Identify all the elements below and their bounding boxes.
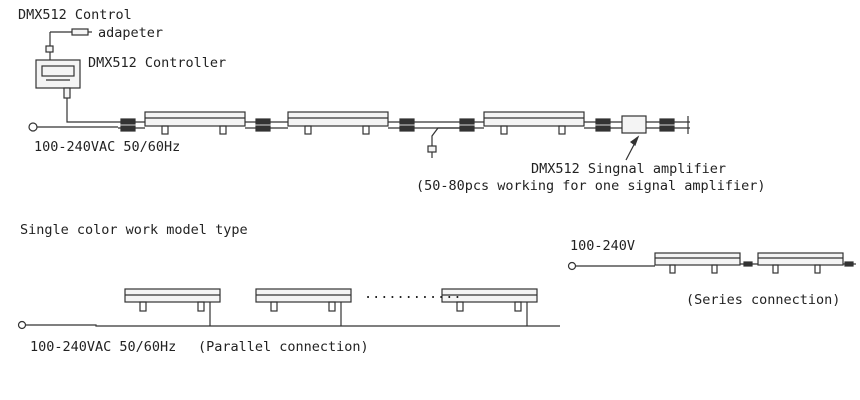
dmx-controller-label: DMX512 Controller: [88, 55, 227, 71]
fixture-top-3: [483, 111, 585, 135]
fixture-top-2: [287, 111, 389, 135]
fixture-parallel-1: [124, 288, 221, 326]
adapter-icon: [45, 28, 92, 60]
fixture-parallel-3: [441, 288, 538, 326]
fixture-parallel-2: [255, 288, 352, 326]
parallel-dots: ............: [364, 286, 462, 302]
amplifier-note-label: (50-80pcs working for one signal amplifi…: [416, 178, 766, 194]
amplifier-label: DMX512 Singnal amplifier: [531, 161, 727, 177]
adapter-label: adapeter: [98, 25, 164, 41]
power-plug-parallel-icon: [17, 320, 560, 330]
fixture-series-1: [654, 252, 741, 274]
power-parallel-label: 100-240VAC 50/60Hz: [30, 339, 177, 355]
power-plug-top-icon: [28, 122, 118, 132]
controller-icon: [35, 59, 118, 123]
power-series-label: 100-240V: [570, 238, 636, 254]
single-color-label: Single color work model type: [20, 222, 248, 238]
dmx-control-label: DMX512 Control: [18, 7, 132, 23]
power-plug-mid-icon: [427, 127, 460, 158]
arrow-icon: [625, 135, 640, 161]
parallel-connection-label: (Parallel connection): [198, 339, 369, 355]
top-connectors: [120, 118, 675, 132]
fixture-series-2: [757, 252, 844, 274]
series-connection-label: (Series connection): [686, 292, 841, 308]
amplifier-box-icon: [621, 115, 647, 134]
power-top-label: 100-240VAC 50/60Hz: [34, 139, 181, 155]
fixture-top-1: [144, 111, 246, 135]
power-plug-series-icon: [567, 261, 655, 271]
